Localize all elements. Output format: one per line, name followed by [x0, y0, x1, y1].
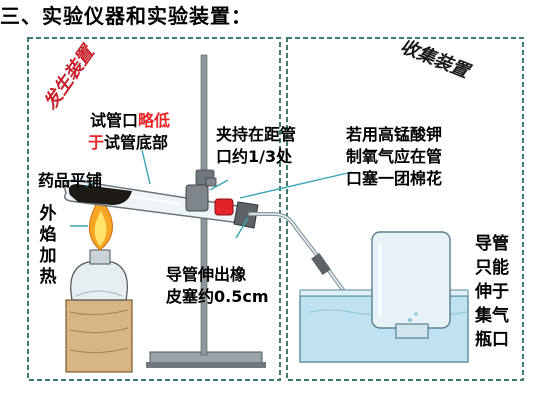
tube-mouth-note: 试管口略低 [90, 111, 171, 130]
kmno4-note-2: 制氧气应在管 [346, 147, 443, 166]
rubber-stopper [233, 201, 259, 229]
kmno4-note-3: 口塞一团棉花 [346, 169, 443, 188]
flame [88, 194, 113, 251]
delivery-tube-note-2: 皮塞约0.5cm [166, 287, 269, 306]
flame-heating-note: 外焰加热 [39, 204, 57, 287]
page-title: 三、实验仪器和实验装置： [0, 4, 252, 28]
leader-lines [70, 149, 353, 239]
cotton-plug [214, 198, 234, 216]
alcohol-lamp [70, 249, 128, 301]
kmno4-note-1: 若用高锰酸钾 [346, 125, 443, 144]
collection-note: 导管只能伸于集气瓶口 [475, 234, 509, 350]
collector-section-border [286, 37, 524, 381]
wooden-block [65, 299, 133, 373]
gas-collection-bottle [371, 231, 451, 339]
clamp-position-note-1: 夹持在距管 [216, 125, 297, 144]
clamp-position-note-2: 口约1/3处 [216, 147, 293, 166]
tube-clamp [185, 177, 217, 212]
chemical-powder [68, 184, 132, 205]
generator-section-border [27, 37, 281, 381]
chemical-layout-note: 药品平铺 [38, 171, 103, 190]
delivery-tube-note-1: 导管伸出橡 [166, 265, 247, 284]
tube-mouth-note-line2: 于试管底部 [88, 133, 169, 152]
